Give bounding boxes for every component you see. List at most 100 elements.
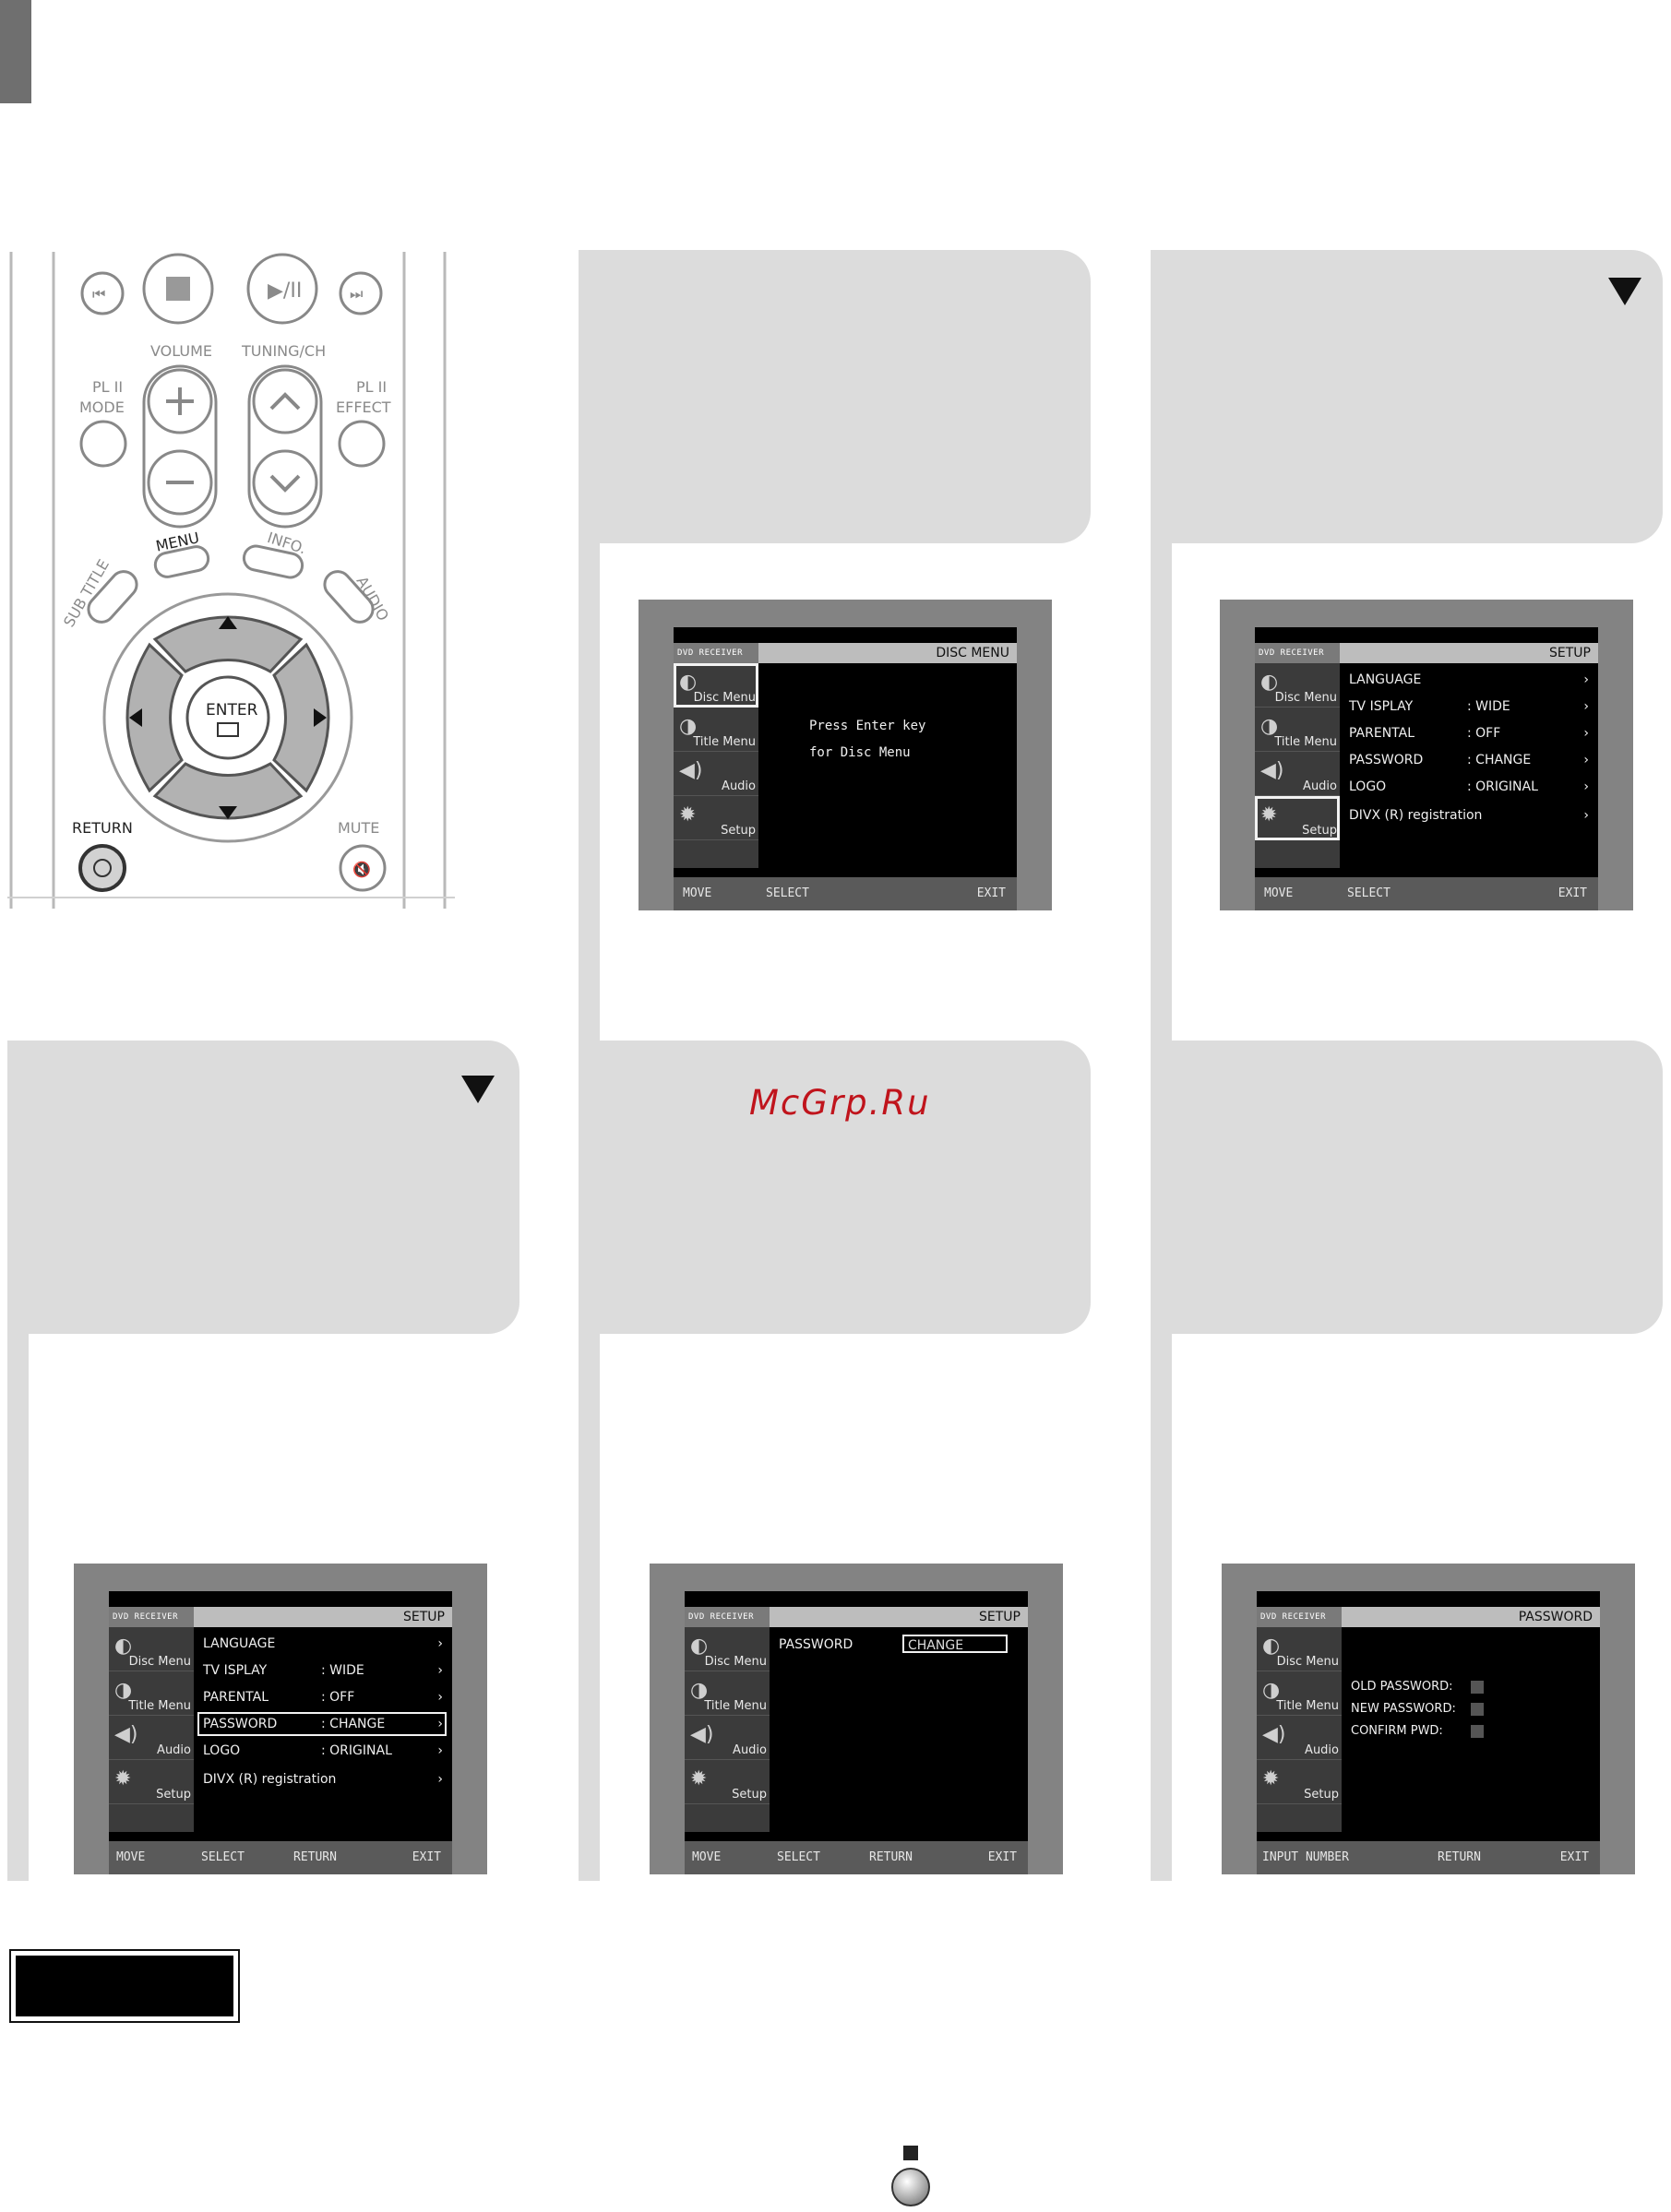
setup-row-tv-display[interactable]: TV ISPLAY: WIDE› xyxy=(203,1663,443,1678)
disc-icon: ◐ xyxy=(1262,1635,1281,1658)
setup-row-divx[interactable]: DIVX (R) registration› xyxy=(1349,808,1589,823)
side-item-setup[interactable]: ✹Setup xyxy=(1255,796,1340,840)
side-item-disc-menu[interactable]: ◐Disc Menu xyxy=(1257,1627,1342,1671)
foot-select: SELECT xyxy=(777,1850,820,1864)
side-item-audio[interactable]: ◀)Audio xyxy=(1255,752,1340,796)
side-item-title-menu[interactable]: ◑Title Menu xyxy=(685,1671,770,1716)
title-icon: ◑ xyxy=(690,1679,709,1702)
disc-icon: ◐ xyxy=(679,671,698,694)
osd-logo: DVD RECEIVER xyxy=(685,1607,770,1627)
side-item-title-menu[interactable]: ◑Title Menu xyxy=(109,1671,194,1716)
side-item-title-menu[interactable]: ◑Title Menu xyxy=(1257,1671,1342,1716)
page-marker-icon xyxy=(888,2146,934,2208)
disc-icon: ◐ xyxy=(114,1635,133,1658)
osd-screen-setup-password: DVD RECEIVER SETUP ◐Disc Menu ◑Title Menu… xyxy=(74,1564,487,1874)
setup-row-tv-display[interactable]: TV ISPLAY: WIDE› xyxy=(1349,699,1589,714)
side-item-audio[interactable]: ◀)Audio xyxy=(1257,1716,1342,1760)
foot-move: MOVE xyxy=(683,886,712,900)
side-item-audio[interactable]: ◀)Audio xyxy=(109,1716,194,1760)
gear-icon: ✹ xyxy=(679,803,697,827)
osd-logo: DVD RECEIVER xyxy=(1255,643,1340,663)
osd-title: SETUP xyxy=(1549,646,1591,660)
confirm-password-row: CONFIRM PWD: xyxy=(1347,1721,1593,1742)
old-password-label: OLD PASSWORD: xyxy=(1351,1680,1453,1694)
new-password-field[interactable] xyxy=(1471,1703,1484,1716)
foot-return: RETURN xyxy=(1438,1850,1481,1864)
down-triangle-icon xyxy=(461,1076,495,1103)
setup-row-password[interactable]: PASSWORD: CHANGE› xyxy=(1349,753,1589,767)
title-icon: ◑ xyxy=(679,715,698,738)
confirm-password-field[interactable] xyxy=(1471,1725,1484,1738)
setup-row-language[interactable]: LANGUAGE› xyxy=(203,1636,443,1651)
setup-row-logo[interactable]: LOGO: ORIGINAL› xyxy=(1349,779,1589,794)
tuning-label: TUNING/CH xyxy=(241,342,326,360)
title-icon: ◑ xyxy=(114,1679,133,1702)
setup-row-language[interactable]: LANGUAGE› xyxy=(1349,672,1589,687)
play-pause-icon: ▶/II xyxy=(268,279,302,303)
step-panel-5-bar xyxy=(1151,1334,1172,1881)
side-item-title-menu[interactable]: ◑Title Menu xyxy=(1255,708,1340,752)
pl2-mode-top-label: PL II xyxy=(92,378,123,396)
foot-exit: EXIT xyxy=(987,1850,1017,1864)
pl2-effect-label: EFFECT xyxy=(336,398,391,416)
gear-icon: ✹ xyxy=(1262,1767,1280,1790)
speaker-icon: ◀) xyxy=(690,1723,714,1746)
setup-row-parental[interactable]: PARENTAL: OFF› xyxy=(1349,726,1589,741)
foot-select: SELECT xyxy=(766,886,809,900)
side-item-disc-menu[interactable]: ◐Disc Menu xyxy=(685,1627,770,1671)
side-item-disc-menu[interactable]: ◐Disc Menu xyxy=(674,663,758,708)
speaker-icon: ◀) xyxy=(114,1723,138,1746)
osd-screen-setup: DVD RECEIVER SETUP ◐Disc Menu ◑Title Menu… xyxy=(1220,600,1633,910)
osd-title: SETUP xyxy=(403,1610,445,1624)
step-panel-5-textbox xyxy=(1151,1041,1663,1334)
speaker-icon: ◀) xyxy=(1262,1723,1286,1746)
return-label: RETURN xyxy=(72,819,133,837)
osd-logo: DVD RECEIVER xyxy=(109,1607,194,1627)
osd-title: SETUP xyxy=(979,1610,1021,1624)
setup-row-divx[interactable]: DIVX (R) registration› xyxy=(203,1772,443,1787)
setup-row-parental[interactable]: PARENTAL: OFF› xyxy=(203,1690,443,1705)
foot-move: MOVE xyxy=(692,1850,722,1864)
password-row[interactable]: PASSWORD CHANGE xyxy=(775,1635,1021,1655)
side-item-title-menu[interactable]: ◑Title Menu xyxy=(674,708,758,752)
speaker-icon: ◀) xyxy=(679,759,703,782)
side-item-setup[interactable]: ✹Setup xyxy=(109,1760,194,1804)
down-triangle-icon xyxy=(1608,278,1641,305)
side-item-setup[interactable]: ✹Setup xyxy=(674,796,758,840)
step-panel-2-bar xyxy=(1151,543,1172,1181)
step-panel-3-textbox xyxy=(7,1041,519,1334)
volume-label: VOLUME xyxy=(150,342,212,360)
osd-title: DISC MENU xyxy=(936,646,1009,660)
confirm-password-label: CONFIRM PWD: xyxy=(1351,1724,1443,1738)
change-option-box[interactable]: CHANGE xyxy=(902,1635,1008,1653)
title-icon: ◑ xyxy=(1260,715,1279,738)
mute-label: MUTE xyxy=(338,819,379,837)
step-panel-2-textbox xyxy=(1151,250,1663,543)
old-password-field[interactable] xyxy=(1471,1681,1484,1694)
foot-input-number: INPUT NUMBER xyxy=(1262,1850,1349,1864)
step-panel-4-textbox xyxy=(579,1041,1091,1334)
section-label-box xyxy=(9,1949,240,2023)
gear-icon: ✹ xyxy=(690,1767,708,1790)
side-item-setup[interactable]: ✹Setup xyxy=(1257,1760,1342,1804)
foot-exit: EXIT xyxy=(1559,1850,1589,1864)
side-item-audio[interactable]: ◀)Audio xyxy=(685,1716,770,1760)
setup-row-logo[interactable]: LOGO: ORIGINAL› xyxy=(203,1743,443,1758)
side-item-audio[interactable]: ◀)Audio xyxy=(674,752,758,796)
step-panel-4-bar xyxy=(579,1334,600,1881)
step-panel-3-bar xyxy=(7,1334,29,1881)
side-item-disc-menu[interactable]: ◐Disc Menu xyxy=(109,1627,194,1671)
gear-icon: ✹ xyxy=(114,1767,132,1790)
foot-move: MOVE xyxy=(116,1850,146,1864)
new-password-label: NEW PASSWORD: xyxy=(1351,1702,1456,1716)
foot-exit: EXIT xyxy=(1558,886,1587,900)
side-item-setup[interactable]: ✹Setup xyxy=(685,1760,770,1804)
enter-label: ENTER xyxy=(206,701,258,719)
remote-control-drawing: ⏮ ▶/II ⏭ VOLUME TUNING/CH PL II MODE PL … xyxy=(7,252,455,909)
side-item-disc-menu[interactable]: ◐Disc Menu xyxy=(1255,663,1340,708)
old-password-row: OLD PASSWORD: xyxy=(1347,1677,1593,1697)
setup-row-password-highlighted[interactable]: PASSWORD: CHANGE› xyxy=(197,1712,447,1736)
foot-exit: EXIT xyxy=(976,886,1006,900)
